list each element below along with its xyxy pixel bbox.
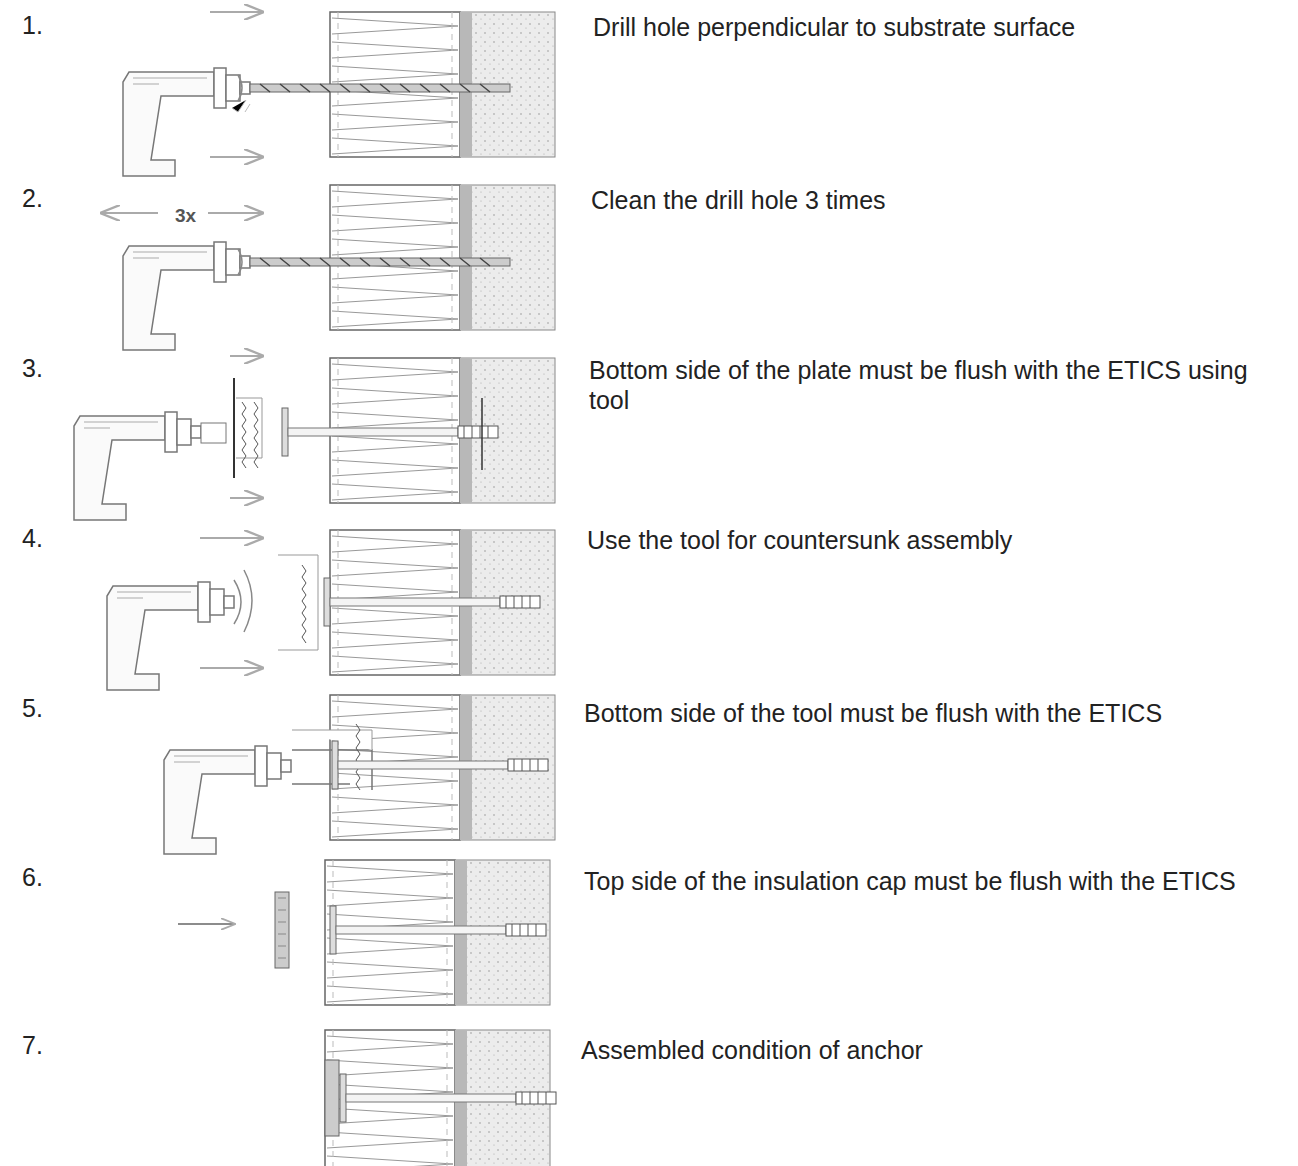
instruction-text: Top side of the insulation cap must be f…: [584, 866, 1274, 896]
step-number: 7.: [22, 1030, 43, 1060]
instruction-text: Bottom side of the tool must be flush wi…: [584, 698, 1162, 728]
instruction-text: Drill hole perpendicular to substrate su…: [593, 12, 1075, 42]
step-number: 5.: [22, 693, 43, 723]
step-number: 1.: [22, 10, 43, 40]
instruction-text: Use the tool for countersunk assembly: [587, 525, 1012, 555]
step-number: 4.: [22, 523, 43, 553]
instruction-text: Assembled condition of anchor: [581, 1035, 923, 1065]
step-number: 6.: [22, 862, 43, 892]
instruction-text: Clean the drill hole 3 times: [591, 185, 886, 215]
step-number: 2.: [22, 183, 43, 213]
step-number: 3.: [22, 353, 43, 383]
instruction-text: Bottom side of the plate must be flush w…: [589, 355, 1289, 415]
repeat-count: 3x: [172, 201, 199, 231]
